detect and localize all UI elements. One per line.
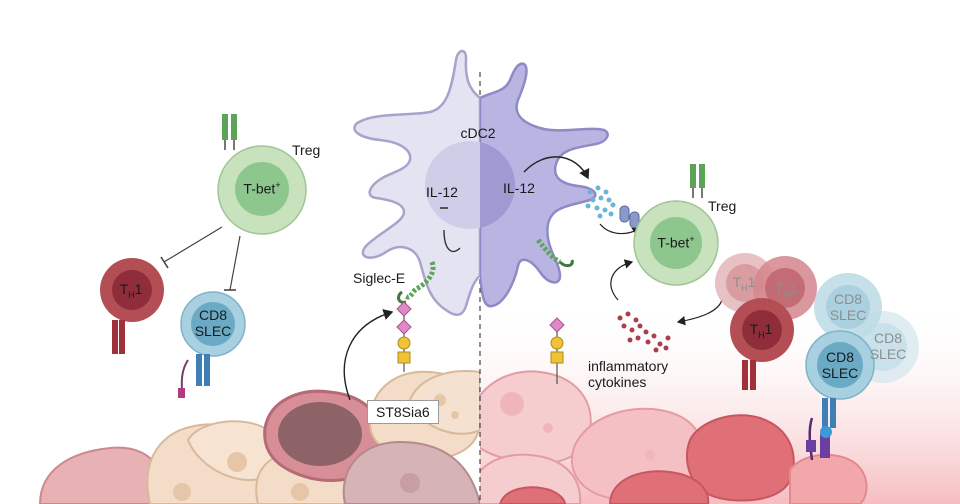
inhibition-arrow-icon bbox=[443, 229, 461, 253]
cd8-text-f1: CD8 bbox=[833, 291, 863, 307]
cdc2-label: cDC2 bbox=[460, 125, 496, 141]
treg-label-right: Treg bbox=[708, 198, 737, 214]
inflammatory-cytokine-cluster-icon bbox=[617, 311, 671, 353]
tbet-sup: + bbox=[275, 180, 281, 190]
cytokine-cluster-icon bbox=[585, 185, 616, 219]
treg-to-th1-inhibition bbox=[163, 226, 223, 263]
th1-main-r: T bbox=[749, 321, 759, 337]
tbet-label-right: T-bet+ bbox=[657, 234, 694, 251]
th1-tail: 1 bbox=[134, 281, 143, 297]
tbet-text: T-bet bbox=[243, 180, 276, 197]
th1-main-f2: T bbox=[774, 280, 784, 296]
th1-label-faded-1: TH1 bbox=[733, 274, 756, 293]
tbet-label-left: T-bet+ bbox=[243, 180, 280, 197]
th1-label-right: TH1 bbox=[750, 321, 773, 340]
th1-sub-f2: H bbox=[783, 288, 790, 299]
siglec-e-label: Siglec-E bbox=[353, 270, 406, 286]
tbet-text-right: T-bet bbox=[657, 234, 690, 251]
cd8-text-f2: CD8 bbox=[873, 330, 903, 346]
activation-arrow-icon bbox=[523, 156, 590, 180]
slec-text-r: SLEC bbox=[821, 365, 859, 382]
th1-main: T bbox=[119, 281, 129, 297]
th1-cell-left bbox=[100, 258, 164, 354]
tbet-sup-right: + bbox=[689, 234, 695, 244]
slec-text-f2: SLEC bbox=[869, 346, 907, 363]
glycan-chain-icon-right bbox=[549, 317, 565, 384]
cd8-cell-left bbox=[178, 291, 246, 398]
cytokines-text: cytokines bbox=[588, 374, 647, 391]
il12-label-right: IL-12 bbox=[503, 180, 535, 196]
th1-tail-f1: 1 bbox=[747, 274, 756, 290]
st8sia6-arrow bbox=[343, 309, 394, 401]
il12-label-left: IL-12 bbox=[426, 184, 458, 200]
th1-cluster-right bbox=[715, 253, 817, 390]
cd8-cluster-right bbox=[805, 273, 919, 461]
treg-label-left: Treg bbox=[292, 142, 321, 158]
th1-sub-r: H bbox=[758, 329, 765, 340]
treg-to-cd8-inhibition bbox=[229, 235, 241, 291]
th1-label-faded-2: TH1 bbox=[775, 280, 798, 299]
glycan-chain-icon bbox=[396, 301, 412, 372]
inflammatory-text: inflammatory bbox=[588, 358, 669, 374]
tissue-left bbox=[38, 369, 480, 504]
th1-sub: H bbox=[128, 289, 135, 300]
cytokine-to-treg-arrow bbox=[610, 259, 634, 301]
siglec-receptor-icon-right bbox=[536, 238, 574, 268]
cd8-text-r: CD8 bbox=[825, 349, 855, 365]
il12-receptor-icon bbox=[619, 205, 640, 229]
th1-to-cytokine-arrow bbox=[676, 299, 723, 326]
cd8-text: CD8 bbox=[198, 307, 228, 323]
tissue-right bbox=[480, 370, 868, 504]
slec-text-f1: SLEC bbox=[829, 307, 867, 324]
st8sia6-label: ST8Sia6 bbox=[367, 400, 439, 424]
cdc2-cell-right bbox=[480, 62, 609, 308]
th1-tail-r: 1 bbox=[764, 321, 773, 337]
th1-label-left: TH1 bbox=[120, 281, 143, 300]
slec-text: SLEC bbox=[194, 323, 232, 340]
th1-tail-f2: 1 bbox=[789, 280, 798, 296]
th1-main-f1: T bbox=[732, 274, 742, 290]
treg-cell-right bbox=[633, 164, 719, 286]
treg-cell-left bbox=[217, 114, 307, 235]
th1-sub-f1: H bbox=[741, 282, 748, 293]
